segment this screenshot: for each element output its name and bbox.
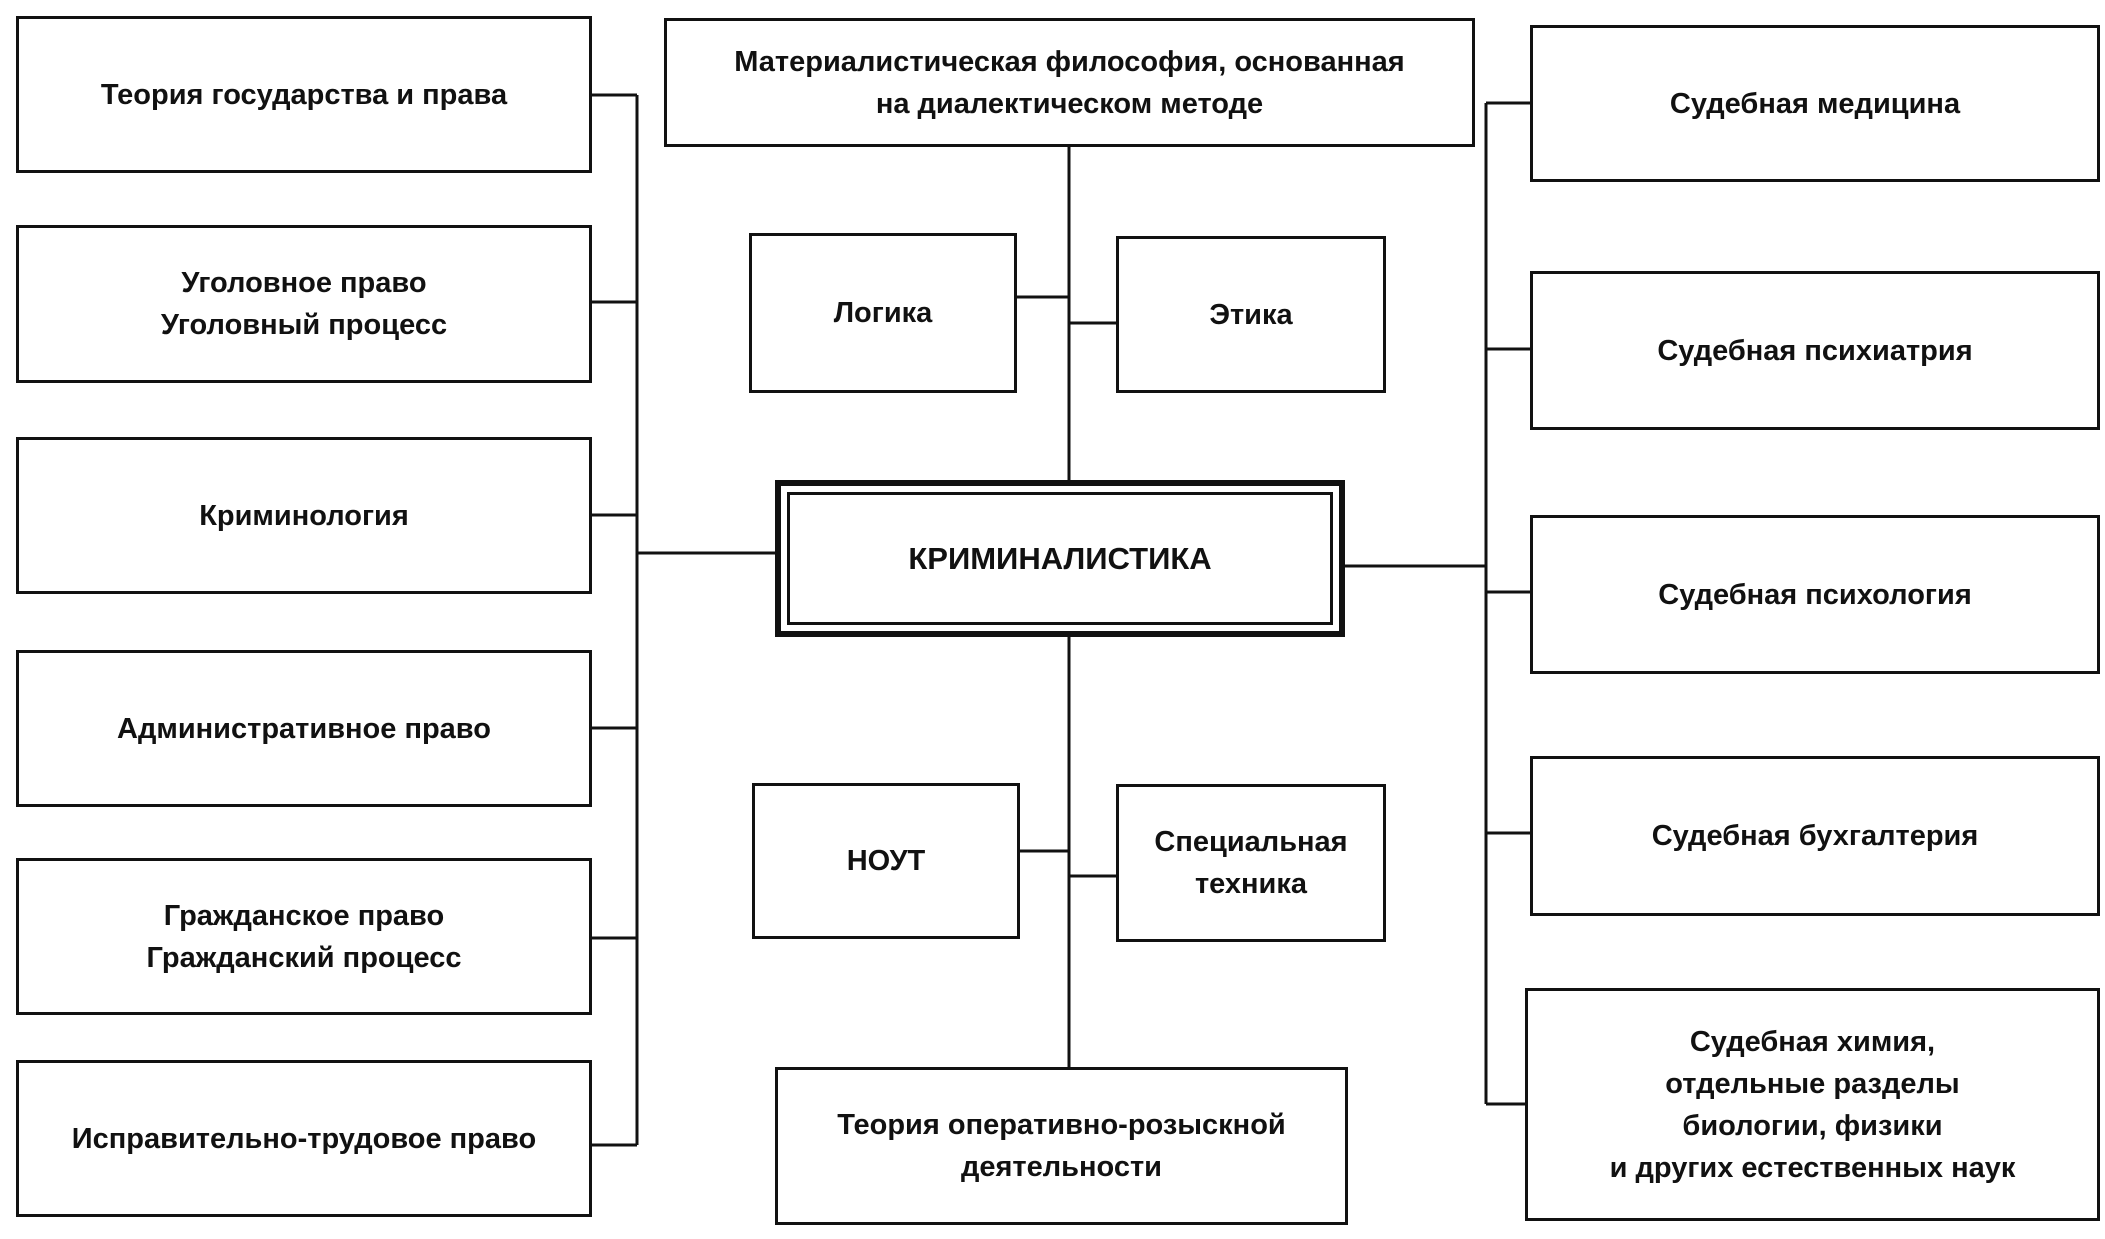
left-box-4: Административное право — [16, 650, 592, 807]
box-special-tech-label: Специальная техника — [1154, 826, 1348, 900]
box-nout-label: НОУТ — [846, 845, 926, 877]
bottom-box-label: Теория оперативно-розыскной деятельности — [837, 1109, 1286, 1183]
right-box-5-label: Судебная химия, отдельные разделы биолог… — [1609, 1025, 2016, 1184]
left-box-6: Исправительно-трудовое право — [16, 1060, 592, 1217]
right-box-3-label: Судебная психология — [1658, 578, 1972, 611]
right-box-1: Судебная медицина — [1530, 25, 2100, 182]
left-box-2: Уголовное право Уголовный процесс — [16, 225, 592, 383]
box-logic: Логика — [749, 233, 1017, 393]
left-box-2-label: Уголовное право Уголовный процесс — [160, 267, 448, 341]
left-box-1: Теория государства и права — [16, 16, 592, 173]
right-box-2: Судебная психиатрия — [1530, 271, 2100, 430]
right-box-4-label: Судебная бухгалтерия — [1651, 820, 1979, 852]
box-logic-label: Логика — [833, 297, 933, 329]
box-special-tech: Специальная техника — [1116, 784, 1386, 942]
right-box-5: Судебная химия, отдельные разделы биолог… — [1525, 988, 2100, 1221]
right-box-3: Судебная психология — [1530, 515, 2100, 674]
bottom-box-ord-theory: Теория оперативно-розыскной деятельности — [775, 1067, 1348, 1225]
left-box-3: Криминология — [16, 437, 592, 594]
right-box-2-label: Судебная психиатрия — [1657, 334, 1973, 367]
left-box-6-label: Исправительно-трудовое право — [71, 1122, 537, 1155]
box-ethics: Этика — [1116, 236, 1386, 393]
left-box-5-label: Гражданское право Гражданский процесс — [146, 899, 462, 974]
right-box-1-label: Судебная медицина — [1669, 87, 1961, 120]
box-ethics-label: Этика — [1209, 298, 1293, 331]
left-box-3-label: Криминология — [199, 499, 409, 532]
top-box-philosophy: Материалистическая философия, основанная… — [664, 18, 1475, 147]
left-box-1-label: Теория государства и права — [100, 78, 508, 111]
right-box-4: Судебная бухгалтерия — [1530, 756, 2100, 916]
left-box-4-label: Административное право — [117, 712, 491, 745]
box-nout: НОУТ — [752, 783, 1020, 939]
center-box-label: КРИМИНАЛИСТИКА — [908, 540, 1212, 576]
center-box: КРИМИНАЛИСТИКА — [775, 480, 1345, 637]
left-box-5: Гражданское право Гражданский процесс — [16, 858, 592, 1015]
center-box-inner: КРИМИНАЛИСТИКА — [787, 492, 1333, 625]
top-box-label: Материалистическая философия, основанная… — [734, 45, 1405, 120]
